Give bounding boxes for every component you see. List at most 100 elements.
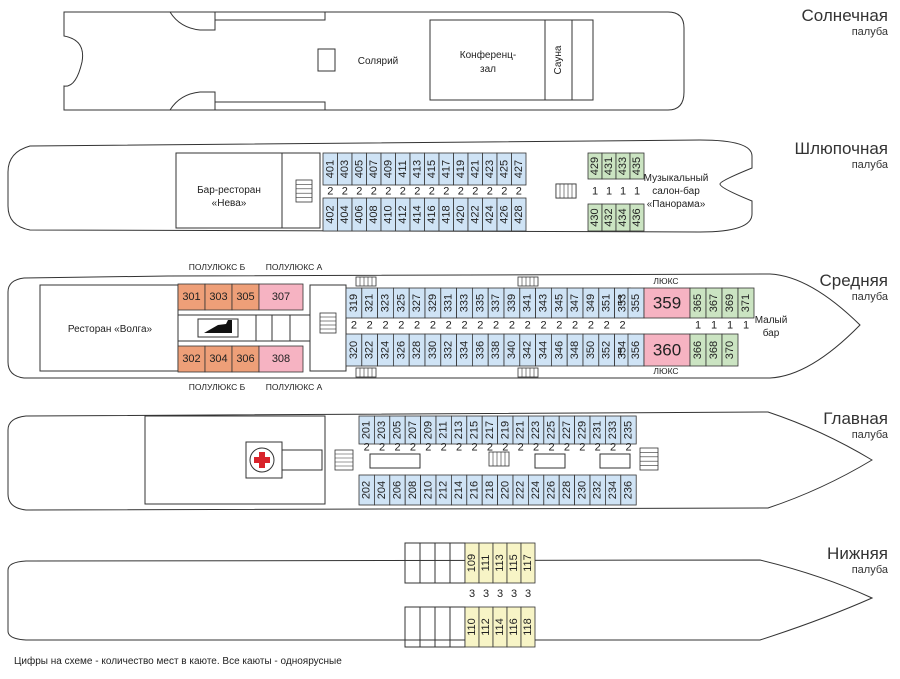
cabin-409: 409 bbox=[380, 152, 396, 186]
svg-text:352: 352 bbox=[601, 341, 613, 359]
bed-count: 1 bbox=[592, 186, 598, 198]
bed-count: 2 bbox=[342, 186, 348, 198]
cabin-424: 424 bbox=[482, 197, 498, 232]
svg-text:218: 218 bbox=[484, 481, 496, 499]
svg-text:302: 302 bbox=[182, 353, 200, 365]
boat-lobby bbox=[281, 152, 321, 229]
middle-service-cells bbox=[255, 315, 291, 341]
svg-text:416: 416 bbox=[426, 205, 438, 223]
cabin-234: 234 bbox=[605, 474, 622, 506]
cabin-349: 349 bbox=[582, 287, 600, 319]
cabin-227: 227 bbox=[558, 415, 576, 445]
svg-text:340: 340 bbox=[506, 341, 518, 359]
cabin-323: 323 bbox=[377, 287, 394, 319]
bed-count: 3 bbox=[483, 588, 489, 600]
svg-text:305: 305 bbox=[236, 291, 254, 303]
cabin-211: 211 bbox=[435, 415, 452, 445]
svg-text:333: 333 bbox=[459, 294, 471, 312]
cabin-325: 325 bbox=[392, 287, 410, 319]
svg-text:224: 224 bbox=[530, 481, 542, 499]
bed-count: 2 bbox=[493, 320, 499, 332]
middle-deck-outline bbox=[7, 273, 861, 379]
cabin-353: 353 bbox=[614, 287, 631, 319]
svg-text:412: 412 bbox=[397, 205, 409, 223]
cabin-324: 324 bbox=[377, 333, 394, 367]
svg-text:403: 403 bbox=[339, 160, 351, 178]
svg-text:353: 353 bbox=[617, 294, 629, 312]
svg-text:229: 229 bbox=[576, 421, 588, 439]
bed-count: 2 bbox=[533, 442, 539, 454]
lux-label-bottom: ЛЮКС bbox=[653, 366, 678, 376]
svg-text:220: 220 bbox=[499, 481, 511, 499]
cabin-304: 304 bbox=[204, 345, 233, 373]
sauna-label: Сауна bbox=[553, 45, 564, 74]
svg-text:334: 334 bbox=[459, 341, 471, 359]
svg-text:419: 419 bbox=[455, 160, 467, 178]
deck-title-middle: Средняя палуба bbox=[819, 271, 888, 303]
svg-text:401: 401 bbox=[324, 160, 336, 178]
conference-label-2: зал bbox=[480, 64, 496, 75]
cabin-432: 432 bbox=[601, 203, 617, 232]
svg-text:118: 118 bbox=[522, 618, 534, 636]
svg-text:321: 321 bbox=[364, 294, 376, 312]
svg-text:404: 404 bbox=[339, 205, 351, 223]
cabin-306: 306 bbox=[231, 345, 260, 373]
svg-text:202: 202 bbox=[361, 481, 373, 499]
bed-count: 2 bbox=[487, 442, 493, 454]
bed-count: 2 bbox=[382, 320, 388, 332]
sun-deck-notch-bottom bbox=[169, 91, 216, 111]
cabin-301: 301 bbox=[177, 283, 206, 311]
cabin-214: 214 bbox=[450, 474, 468, 506]
cabin-230: 230 bbox=[574, 474, 591, 506]
cabin-336: 336 bbox=[471, 333, 489, 367]
svg-text:232: 232 bbox=[592, 481, 604, 499]
music-bar-label-3: «Панорама» bbox=[647, 199, 706, 210]
semilux-a-label-bottom: ПОЛУЛЮКС А bbox=[266, 382, 323, 392]
cabin-416: 416 bbox=[424, 197, 440, 232]
bed-count: 2 bbox=[351, 320, 357, 332]
bed-count: 2 bbox=[472, 186, 478, 198]
svg-text:226: 226 bbox=[546, 481, 558, 499]
cabin-406: 406 bbox=[351, 197, 367, 232]
cabin-345: 345 bbox=[551, 287, 568, 319]
svg-text:331: 331 bbox=[443, 294, 455, 312]
deck-title-main: Главная палуба bbox=[823, 409, 888, 441]
footnote: Цифры на схеме - количество мест в каюте… bbox=[14, 656, 342, 667]
svg-text:343: 343 bbox=[538, 294, 550, 312]
bed-count: 2 bbox=[625, 442, 631, 454]
svg-text:209: 209 bbox=[422, 421, 434, 439]
svg-text:345: 345 bbox=[553, 294, 565, 312]
stairs-icon bbox=[517, 276, 539, 287]
svg-text:428: 428 bbox=[513, 205, 525, 223]
bed-count: 2 bbox=[501, 186, 507, 198]
stairs-icon bbox=[319, 312, 337, 334]
bed-count: 1 bbox=[695, 320, 701, 332]
cabin-109: 109 bbox=[464, 542, 480, 584]
stairs-icon bbox=[334, 449, 354, 471]
bed-count: 1 bbox=[617, 346, 623, 358]
bed-count: 3 bbox=[511, 588, 517, 600]
sun-deck-ledge-bottom bbox=[215, 101, 326, 110]
svg-text:236: 236 bbox=[623, 481, 635, 499]
bed-count: 2 bbox=[540, 320, 546, 332]
cabin-208: 208 bbox=[404, 474, 422, 506]
middle-lobby bbox=[309, 284, 347, 372]
cabin-426: 426 bbox=[496, 197, 512, 232]
svg-text:370: 370 bbox=[724, 341, 736, 359]
bed-count: 2 bbox=[425, 442, 431, 454]
svg-text:228: 228 bbox=[561, 481, 573, 499]
svg-text:319: 319 bbox=[348, 294, 360, 312]
deck-title-sun: Солнечная палуба bbox=[802, 6, 888, 38]
bed-count: 2 bbox=[414, 186, 420, 198]
cabin-370: 370 bbox=[721, 333, 739, 367]
deck-name: Шлюпочная bbox=[794, 139, 888, 158]
svg-text:222: 222 bbox=[515, 481, 527, 499]
cabin-429: 429 bbox=[587, 152, 603, 180]
solarium-block bbox=[317, 48, 336, 72]
cabin-430: 430 bbox=[587, 203, 603, 232]
cabin-407: 407 bbox=[366, 152, 382, 186]
cabin-401: 401 bbox=[322, 152, 338, 186]
svg-text:342: 342 bbox=[522, 341, 534, 359]
cabin-112: 112 bbox=[478, 606, 494, 648]
cabin-114: 114 bbox=[492, 606, 508, 648]
